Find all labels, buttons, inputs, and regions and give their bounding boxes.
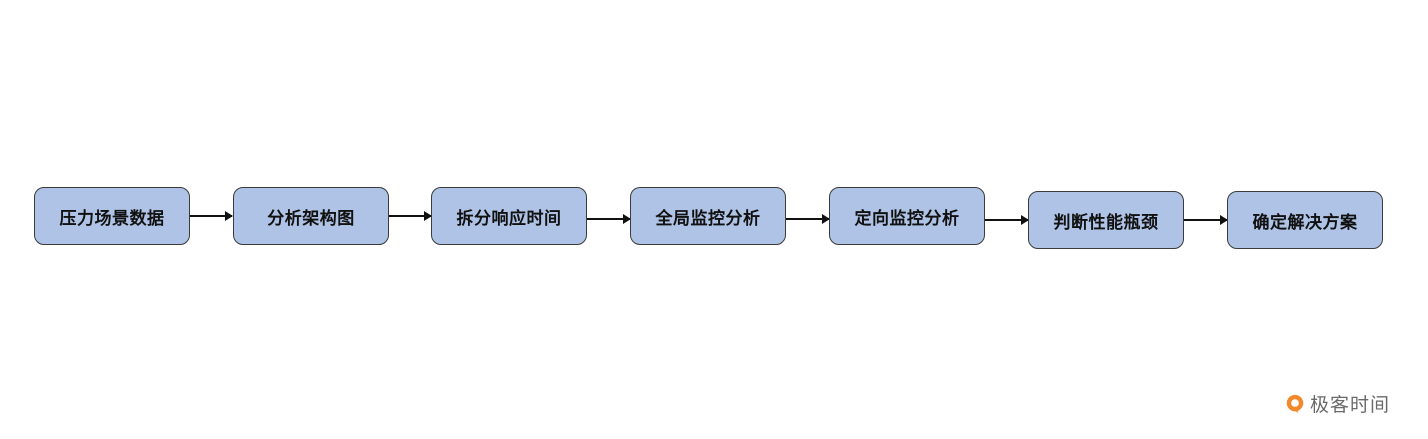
step-label-6: 判断性能瓶颈: [1053, 212, 1159, 233]
step-box-2: 分析架构图: [233, 187, 389, 245]
step-box-5: 定向监控分析: [829, 187, 985, 245]
step-label-3: 拆分响应时间: [456, 208, 562, 229]
step-label-2: 分析架构图: [267, 208, 355, 229]
step-box-7: 确定解决方案: [1227, 191, 1383, 249]
arrow-6-7: [1184, 215, 1228, 225]
arrow-3-4: [587, 214, 631, 224]
step-box-4: 全局监控分析: [630, 187, 786, 245]
arrow-1-2: [190, 211, 233, 221]
step-box-6: 判断性能瓶颈: [1028, 191, 1184, 249]
step-label-5: 定向监控分析: [854, 208, 960, 229]
step-box-1: 压力场景数据: [34, 187, 190, 245]
step-label-4: 全局监控分析: [655, 208, 761, 229]
arrow-2-3: [389, 211, 432, 221]
logo-text: 极客时间: [1309, 394, 1390, 416]
geektime-logo-icon: [1286, 394, 1304, 413]
step-box-3: 拆分响应时间: [431, 187, 587, 245]
step-label-7: 确定解决方案: [1252, 212, 1358, 233]
arrow-4-5: [786, 214, 830, 224]
brand-logo: 极客时间: [1284, 390, 1390, 417]
step-label-1: 压力场景数据: [59, 208, 165, 229]
arrow-5-6: [985, 215, 1029, 225]
